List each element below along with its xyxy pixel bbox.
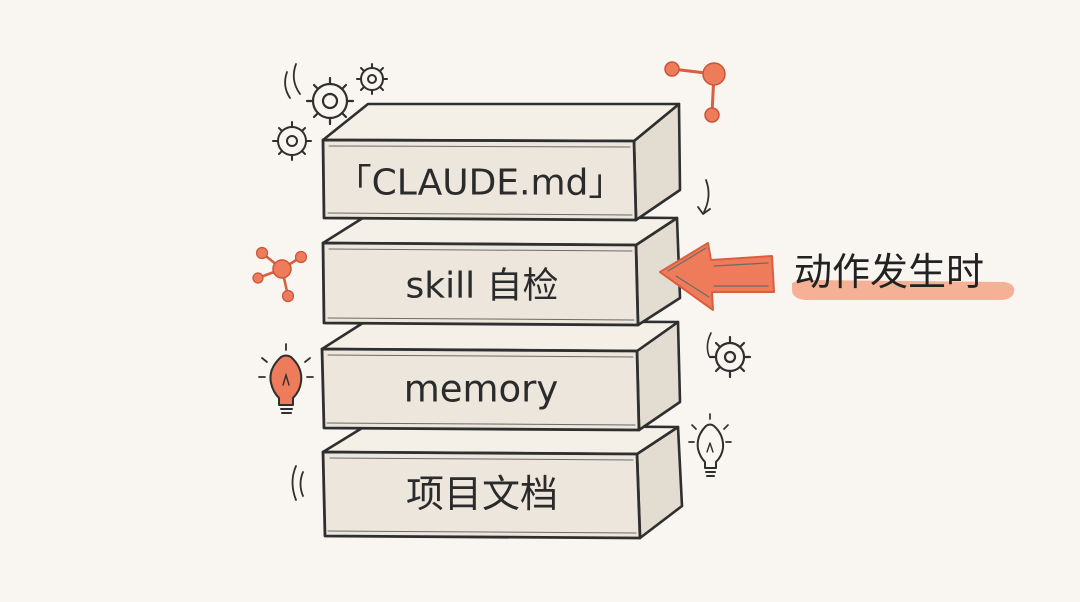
gear-cluster-icon xyxy=(272,63,388,161)
block-front-face xyxy=(321,241,640,327)
arrow-sketch-lines xyxy=(667,247,769,298)
layer-block-memory: memory xyxy=(320,319,682,432)
layer-label-project-docs: 项目文档 xyxy=(406,472,558,516)
block-top-face xyxy=(321,102,681,143)
layer-label-skill-check: skill 自检 xyxy=(405,266,558,307)
sketch-line xyxy=(327,248,635,321)
sketch-line xyxy=(327,145,633,216)
block-front-face xyxy=(321,450,642,540)
network-icon xyxy=(252,246,308,303)
motion-lines-icon xyxy=(697,179,711,215)
callout-label: 动作发生时 xyxy=(794,250,984,294)
layer-block-skill-check: skill 自检 xyxy=(321,214,682,327)
layer-block-claude-md: 「CLAUDE.md」 xyxy=(321,102,682,222)
lightbulb-outline-icon xyxy=(688,413,732,477)
sketch-line xyxy=(326,354,636,426)
gear-icon xyxy=(706,332,752,379)
arrow-shape xyxy=(659,242,775,311)
lightbulb-icon xyxy=(258,343,314,414)
layer-label-memory: memory xyxy=(404,368,559,411)
layer-block-project-docs: 项目文档 xyxy=(321,423,684,540)
block-front-face xyxy=(320,347,641,432)
label-highlight xyxy=(792,279,1015,300)
layer-label-claude-md: 「CLAUDE.md」 xyxy=(336,163,625,204)
callout-arrow xyxy=(659,242,775,311)
block-front-face xyxy=(321,138,638,222)
molecule-icon xyxy=(664,61,726,123)
motion-lines-icon xyxy=(291,465,304,501)
callout-label-group: 动作发生时 xyxy=(792,250,1015,300)
sketch-line xyxy=(327,457,637,534)
